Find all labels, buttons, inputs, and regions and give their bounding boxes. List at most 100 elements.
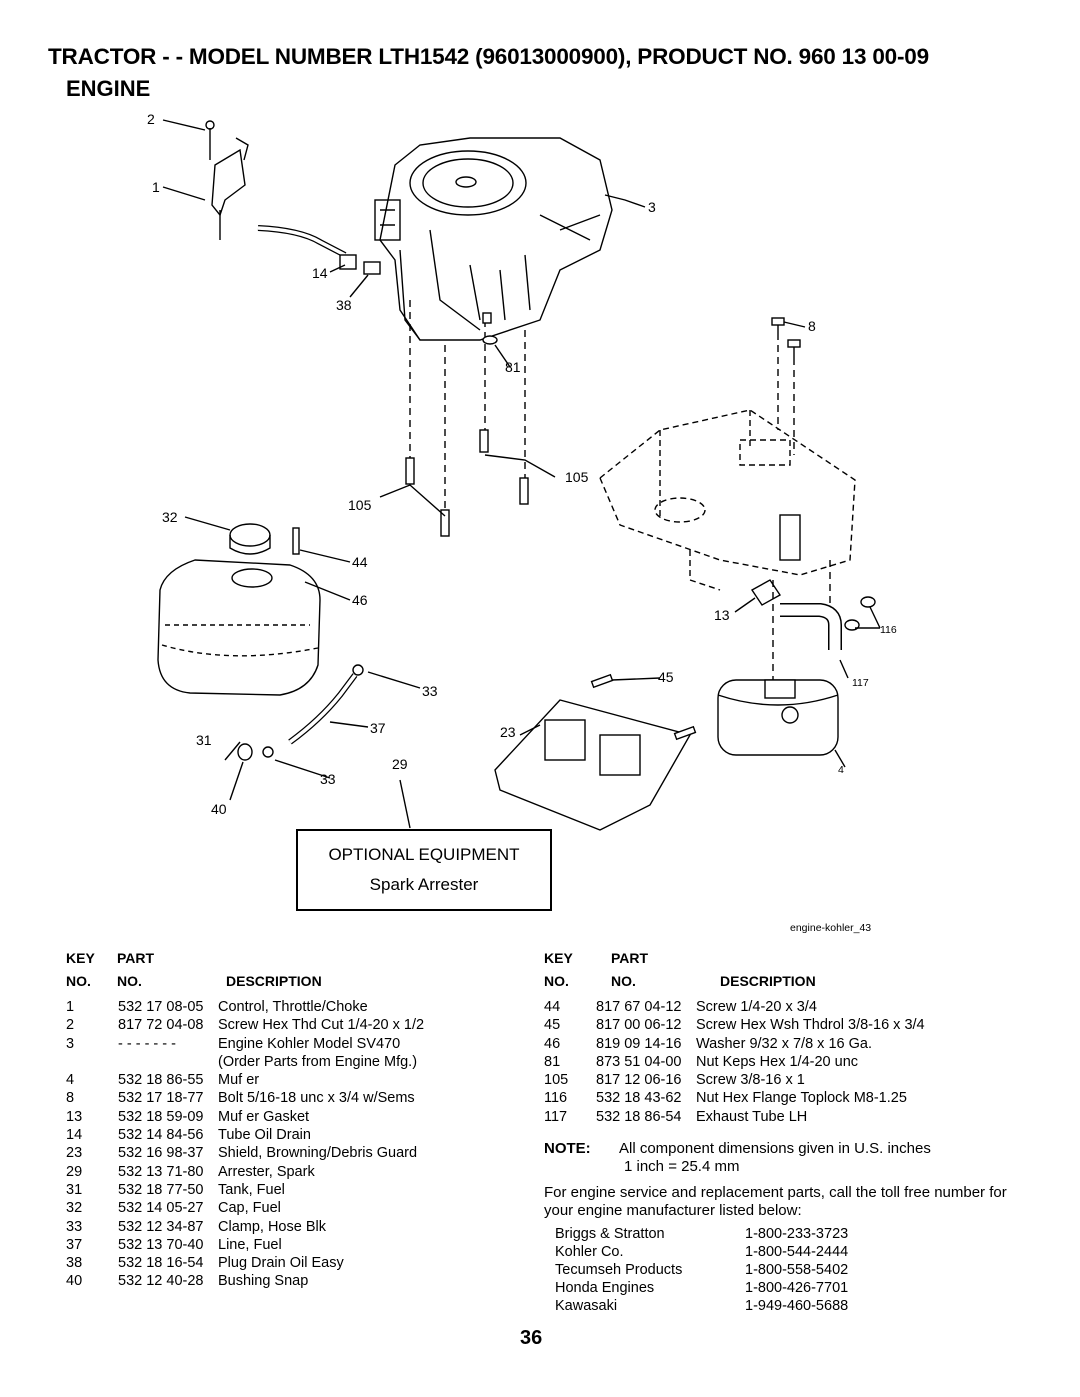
part-no: 532 17 18-77 — [118, 1090, 204, 1107]
note-block: NOTE:All component dimensions given in U… — [544, 1140, 931, 1176]
callout-label: 13 — [714, 607, 730, 623]
part-no: 532 18 86-54 — [596, 1108, 682, 1125]
table-row: 117 532 18 86-54 Exhaust Tube LH — [544, 1108, 1014, 1126]
list-item: Kohler Co.1-800-544-2444 — [555, 1243, 848, 1261]
optional-equipment-item: Spark Arrester — [369, 875, 479, 894]
key-no — [66, 1053, 118, 1071]
key-no: 44 — [544, 999, 561, 1015]
table-row: 44 817 67 04-12 Screw 1/4-20 x 3/4 — [544, 998, 1014, 1016]
key-no: 38 — [66, 1255, 83, 1272]
callout-label: 2 — [147, 111, 155, 127]
manufacturer-name: Briggs & Stratton — [555, 1226, 665, 1242]
key-no: 23 — [66, 1145, 83, 1162]
part-no: 532 13 70-40 — [118, 1236, 204, 1253]
header-key: KEY — [544, 950, 573, 966]
part-description: Arrester, Spark — [218, 1163, 315, 1180]
part-description: Exhaust Tube LH — [696, 1108, 808, 1125]
part-no: 532 18 77-50 — [118, 1181, 204, 1198]
part-description: Bushing Snap — [218, 1273, 309, 1290]
part-no: 817 12 06-16 — [596, 1072, 682, 1089]
callout-label: 33 — [320, 771, 336, 787]
part-description: Screw 3/8-16 x 1 — [696, 1072, 805, 1089]
part-no: 817 67 04-12 — [596, 999, 682, 1015]
manufacturer-phone: 1-800-558-5402 — [745, 1262, 849, 1278]
part-description: Washer 9/32 x 7/8 x 16 Ga. — [696, 1035, 872, 1052]
key-no: 46 — [544, 1035, 561, 1052]
part-no: 532 13 71-80 — [118, 1163, 204, 1180]
header-part: PART — [611, 950, 649, 966]
key-no: 33 — [66, 1218, 83, 1235]
part-description: Nut Hex Flange Toplock M8-1.25 — [696, 1090, 907, 1107]
part-no: 532 12 34-87 — [118, 1218, 204, 1235]
callout-label: 105 — [348, 497, 372, 513]
header-description: DESCRIPTION — [720, 973, 816, 989]
callout-label: 4 — [838, 764, 844, 776]
part-description: Screw 1/4-20 x 3/4 — [696, 999, 817, 1015]
manufacturer-name: Kawasaki — [555, 1298, 618, 1314]
table-row: 3- - - - - - -Engine Kohler Model SV470 — [66, 1035, 506, 1053]
key-no: 81 — [544, 1053, 561, 1070]
callout-label: 29 — [392, 756, 408, 772]
callout-label: 1 — [152, 179, 160, 195]
key-no: 45 — [544, 1017, 561, 1034]
part-description: Nut Keps Hex 1/4-20 unc — [696, 1053, 859, 1070]
key-no: 1 — [66, 999, 75, 1015]
callout-label: 45 — [658, 669, 674, 685]
part-no: 817 00 06-12 — [596, 1017, 682, 1034]
callout-label: 46 — [352, 592, 368, 608]
key-no: 8 — [66, 1090, 75, 1107]
part-no: 532 12 40-28 — [118, 1273, 204, 1290]
key-no: 14 — [66, 1127, 83, 1144]
part-no: 532 18 43-62 — [596, 1090, 682, 1107]
key-no: 3 — [66, 1035, 75, 1052]
callout-label: 33 — [422, 683, 438, 699]
key-no: 31 — [66, 1181, 83, 1198]
part-description: Tank, Fuel — [218, 1181, 285, 1198]
callout-label: 116 — [880, 624, 897, 636]
manufacturer-phone: 1-800-426-7701 — [745, 1280, 849, 1296]
table-row: 29 532 13 71-80 Arrester, Spark — [66, 1163, 506, 1181]
part-description: Line, Fuel — [218, 1236, 282, 1253]
key-no: 117 — [544, 1108, 568, 1125]
page-number: 36 — [520, 1327, 543, 1349]
part-description: (Order Parts from Engine Mfg.) — [218, 1053, 418, 1070]
part-no: 532 17 08-05 — [118, 999, 204, 1015]
table-row: 23 532 16 98-37 Shield, Browning/Debris Gu… — [66, 1144, 506, 1162]
part-description: Muf er — [218, 1072, 260, 1089]
part-description: Shield, Browning/Debris Guard — [218, 1145, 418, 1162]
header-description: DESCRIPTION — [226, 973, 322, 989]
part-description: Cap, Fuel — [218, 1200, 281, 1217]
part-no: 532 16 98-37 — [118, 1145, 204, 1162]
callout-label: 23 — [500, 724, 516, 740]
key-no: 29 — [66, 1163, 83, 1180]
page-title: TRACTOR - - MODEL NUMBER LTH1542 (960130… — [48, 44, 929, 69]
key-no: 32 — [66, 1200, 83, 1217]
part-no — [118, 1053, 218, 1071]
header-no: NO. — [66, 973, 91, 989]
part-no: 532 14 05-27 — [118, 1200, 204, 1217]
manufacturer-name: Kohler Co. — [555, 1244, 624, 1260]
table-row: 116 532 18 43-62 Nut Hex Flange Toplock M8… — [544, 1089, 1014, 1107]
part-no: - - - - - - - — [118, 1035, 176, 1052]
header-part: PART — [117, 950, 155, 966]
header-no: NO. — [544, 973, 569, 989]
key-no: 116 — [544, 1090, 568, 1107]
header-no: NO. — [117, 973, 142, 989]
diagram-reference-code: engine-kohler_43 — [790, 922, 872, 934]
